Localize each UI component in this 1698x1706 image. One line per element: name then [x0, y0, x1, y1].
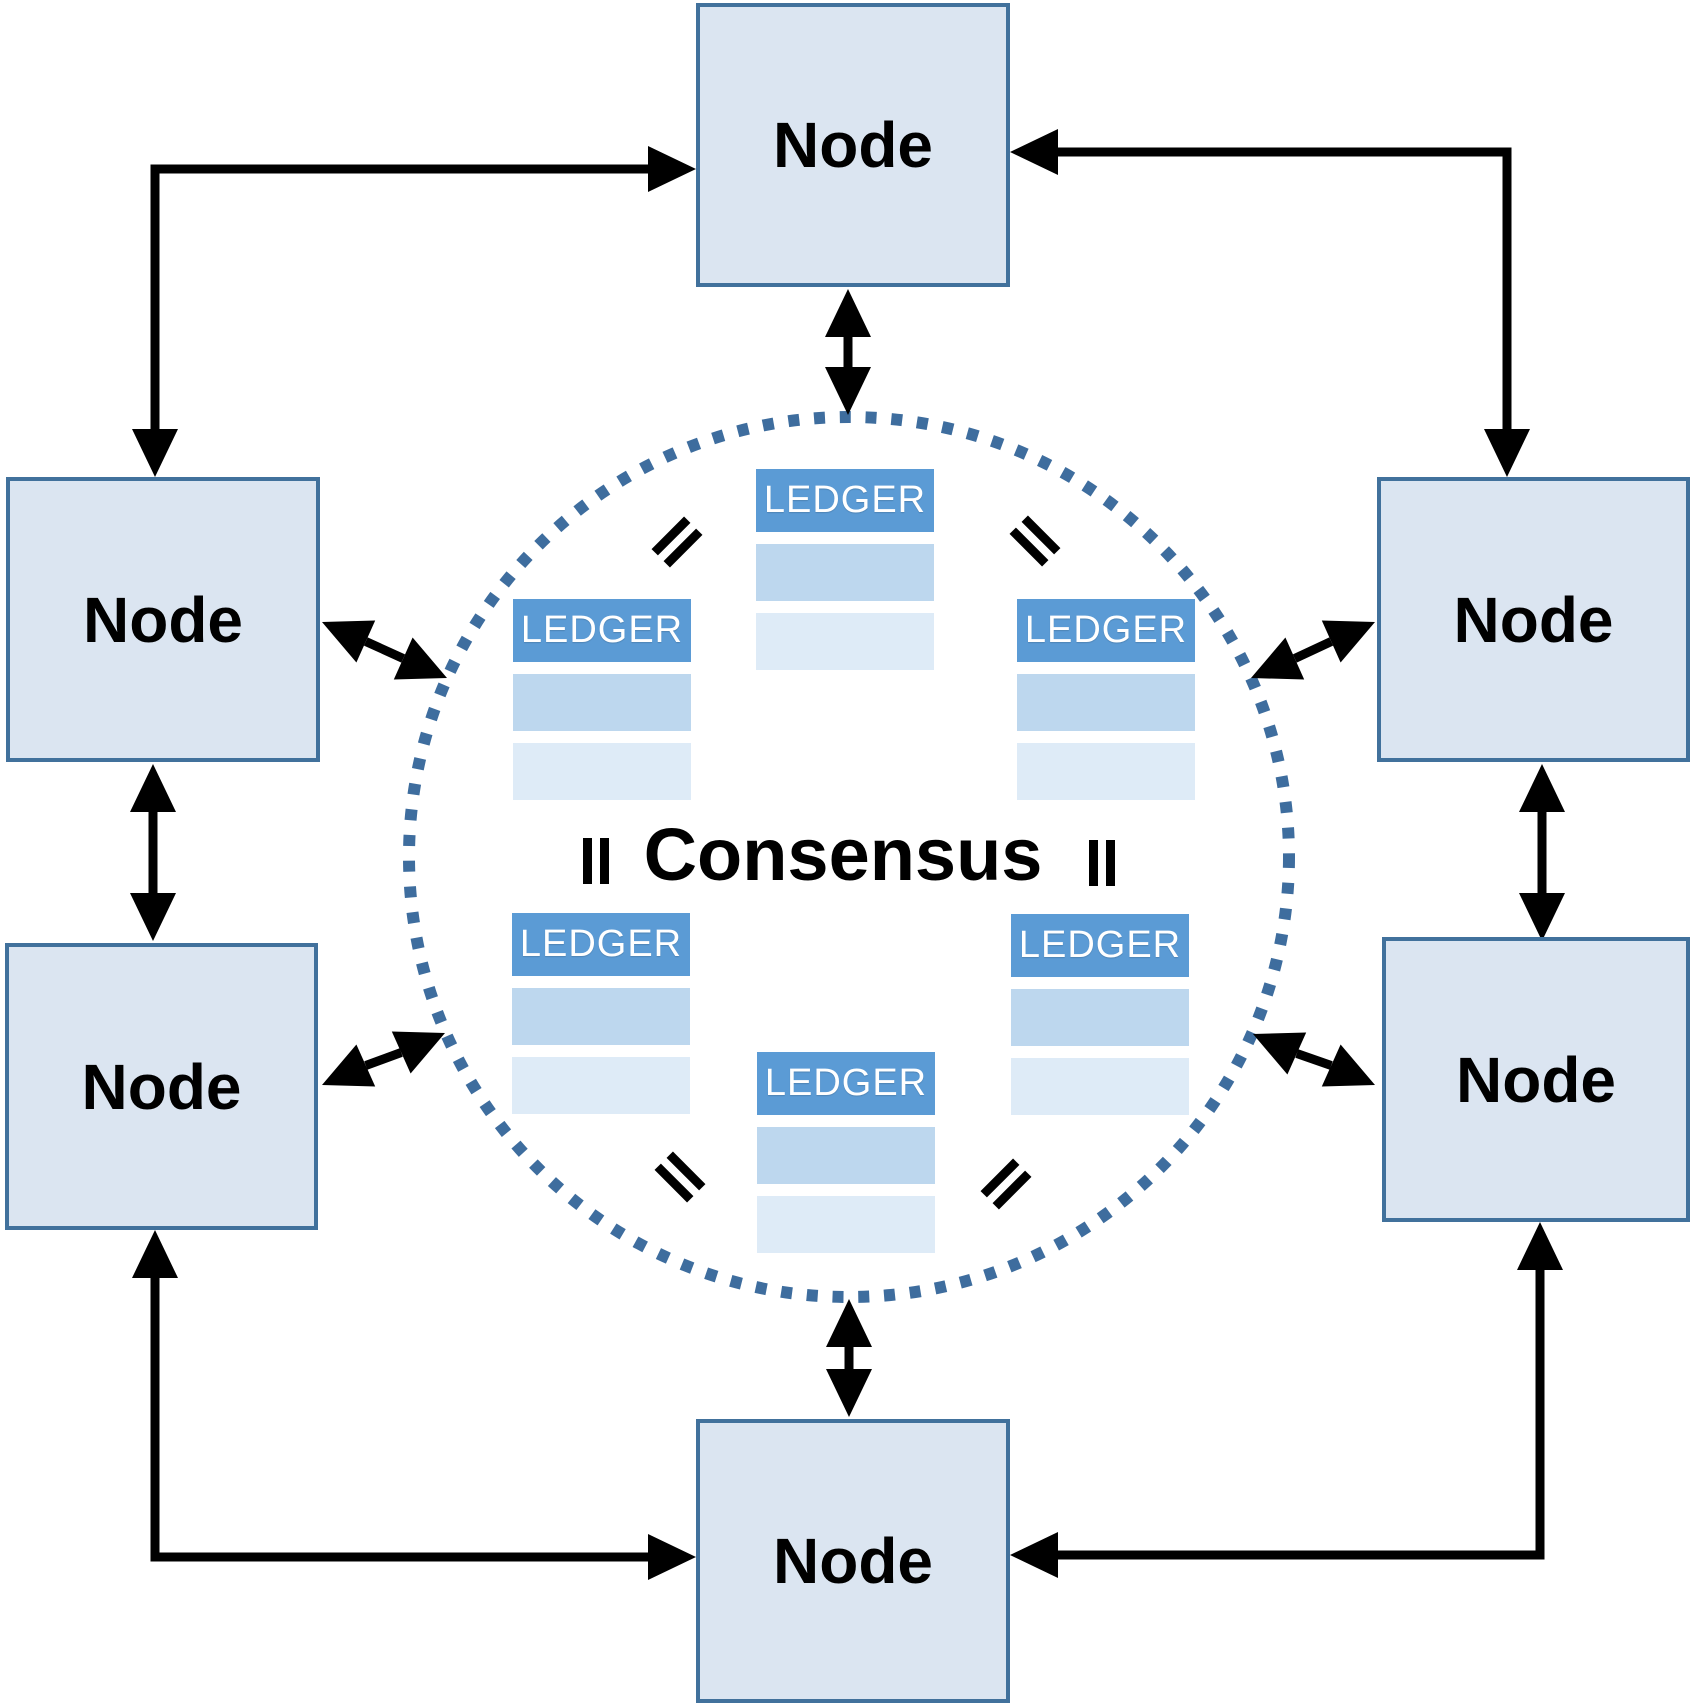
ledger-row — [756, 613, 934, 670]
ledger-row — [1017, 743, 1195, 800]
ledger-row — [513, 743, 691, 800]
ledger-row — [757, 1196, 935, 1253]
ledger-title: LEDGER — [513, 599, 691, 662]
node-box-lower-right: Node — [1382, 937, 1690, 1222]
consensus-label: Consensus — [643, 813, 1043, 897]
ledger-title: LEDGER — [756, 469, 934, 532]
node-label: Node — [773, 109, 933, 181]
ledger-row — [757, 1127, 935, 1184]
ledger-row — [1011, 989, 1189, 1046]
ledger-row — [1011, 1058, 1189, 1115]
ledger-title: LEDGER — [512, 913, 690, 976]
arrow-lowerleft-node-to-circle — [322, 1031, 445, 1087]
ledger-title: LEDGER — [1017, 599, 1195, 662]
arrow-bottom-node-to-circle — [826, 1299, 872, 1417]
arrow-upperright-node-to-circle — [1251, 620, 1375, 680]
node-box-upper-left: Node — [6, 477, 320, 762]
arrow-bottomright-corner — [1010, 1222, 1563, 1578]
ledger-row — [513, 674, 691, 731]
node-box-top: Node — [696, 3, 1010, 287]
arrow-topright-corner — [1010, 129, 1530, 477]
ledger-mid-right: LEDGER — [1017, 599, 1195, 800]
arrow-right-nodes-vertical — [1519, 764, 1565, 941]
ledger-bottom-right: LEDGER — [1011, 914, 1189, 1115]
ledger-top: LEDGER — [756, 469, 934, 670]
ledger-title: LEDGER — [1011, 914, 1189, 977]
ledger-row — [756, 544, 934, 601]
equals-icon-mid-left — [583, 838, 609, 884]
node-box-lower-left: Node — [5, 943, 318, 1230]
arrow-bottomleft-corner — [132, 1230, 696, 1580]
consensus-circle-dotted-border — [403, 411, 1295, 1303]
node-label: Node — [1456, 1043, 1616, 1116]
arrow-upperleft-node-to-circle — [322, 620, 447, 680]
node-label: Node — [83, 583, 243, 656]
ledger-row — [512, 1057, 690, 1114]
node-label: Node — [773, 1525, 933, 1597]
ledger-title: LEDGER — [757, 1052, 935, 1115]
node-label: Node — [81, 1050, 242, 1123]
arrow-topleft-corner — [132, 146, 696, 477]
node-box-bottom: Node — [696, 1419, 1010, 1703]
ledger-row — [1017, 674, 1195, 731]
node-box-upper-right: Node — [1377, 477, 1690, 762]
equals-icon-mid-right — [1089, 840, 1115, 886]
arrow-lowerright-node-to-circle — [1253, 1032, 1375, 1087]
arrow-top-node-to-circle — [825, 289, 871, 415]
node-label: Node — [1453, 583, 1614, 656]
ledger-mid-left: LEDGER — [513, 599, 691, 800]
ledger-row — [512, 988, 690, 1045]
ledger-bottom: LEDGER — [757, 1052, 935, 1253]
ledger-bottom-left: LEDGER — [512, 913, 690, 1114]
arrow-left-nodes-vertical — [130, 764, 176, 941]
